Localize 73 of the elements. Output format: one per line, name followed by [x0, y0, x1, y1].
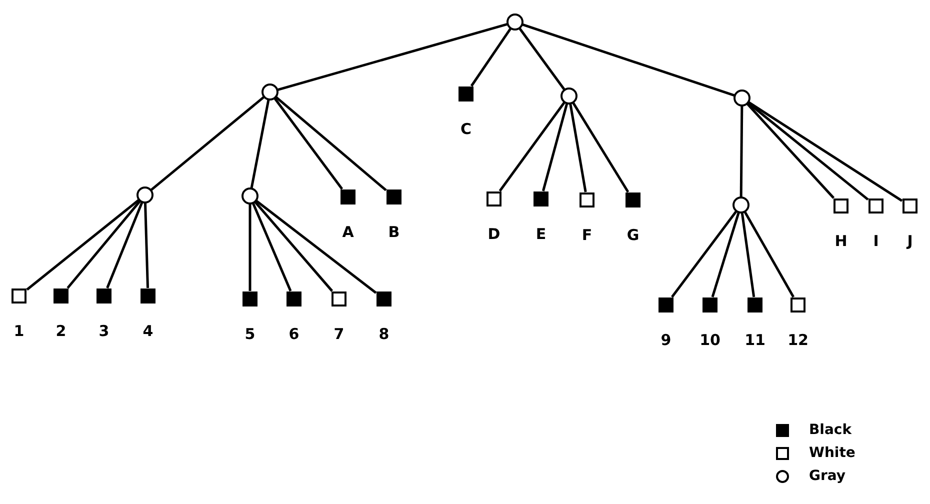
filled-square-node: [242, 292, 258, 306]
leaf-label: G: [626, 228, 640, 243]
empty-square-node: [790, 298, 806, 312]
leaf-label: 5: [244, 327, 256, 342]
tree-edge: [250, 100, 270, 188]
tree-edge: [26, 199, 140, 291]
leaf-label: 9: [660, 333, 672, 348]
leaf-label: E: [536, 227, 546, 242]
tree-edge: [144, 202, 149, 288]
legend-text: Gray: [809, 466, 846, 486]
tree-edge: [274, 98, 344, 190]
tree-edge: [746, 103, 835, 199]
filled-square-node: [748, 298, 762, 312]
leaf-label: D: [488, 227, 500, 242]
filled-square-node: [386, 190, 402, 204]
leaf-label: 4: [142, 324, 154, 339]
filled-square-node: [286, 292, 302, 306]
leaf-label: 6: [288, 327, 300, 342]
leaf-label: I: [873, 234, 879, 249]
legend-text: White: [809, 444, 856, 462]
leaf-label: H: [834, 234, 848, 249]
tree-edge: [470, 28, 512, 87]
filled-square-node: [340, 190, 356, 204]
leaf-label: 7: [334, 327, 344, 342]
tree-edge: [569, 104, 587, 192]
filled-square-node: [54, 288, 68, 304]
leaf-label: A: [342, 225, 354, 240]
tree-edge: [744, 211, 795, 298]
tree-edge: [740, 106, 744, 198]
leaf-label: 8: [378, 327, 390, 342]
tree-edge: [275, 96, 387, 192]
tree-edge: [542, 103, 568, 192]
tree-edge: [248, 204, 252, 291]
filled-square-node: [702, 298, 718, 312]
tree-edge: [711, 212, 740, 298]
tree-edge: [522, 23, 735, 97]
empty-square-node: [868, 198, 884, 214]
tree-edge: [66, 200, 141, 289]
leaf-label: J: [907, 234, 913, 249]
filled-square-node: [376, 292, 392, 306]
leaf-label: 2: [56, 324, 66, 339]
empty-square-node: [902, 198, 918, 214]
leaf-label: 3: [98, 324, 110, 339]
tree-edge: [256, 200, 377, 294]
empty-square-node: [580, 192, 594, 208]
filled-square-node: [626, 192, 640, 208]
tree-edge: [106, 202, 144, 288]
tree-edge: [572, 102, 630, 193]
leaf-label: 1: [14, 324, 24, 339]
tree-edge: [277, 23, 508, 91]
leaf-label: F: [582, 228, 592, 243]
empty-square-node: [486, 192, 502, 206]
empty-square-node: [12, 288, 26, 304]
tree-edge: [740, 212, 756, 298]
filled-square-node: [658, 298, 674, 312]
tree-edge: [518, 28, 566, 90]
tree-edge: [254, 201, 334, 292]
leaf-label: 10: [700, 333, 720, 348]
filled-square-node: [458, 86, 474, 102]
tree-edge: [498, 102, 566, 192]
filled-square-node: [96, 288, 112, 304]
leaf-label: B: [388, 225, 400, 240]
leaf-label: 12: [788, 333, 808, 348]
empty-square-node: [834, 198, 848, 214]
leaf-label: 11: [744, 333, 766, 348]
tree-edge: [150, 96, 265, 191]
leaf-label: C: [460, 122, 472, 137]
tree-edge: [252, 202, 292, 292]
filled-square-node: [534, 192, 548, 206]
empty-square-node: [332, 292, 346, 306]
tree-edge: [671, 210, 738, 298]
filled-square-node: [140, 288, 156, 304]
legend-text: Black: [809, 420, 852, 440]
